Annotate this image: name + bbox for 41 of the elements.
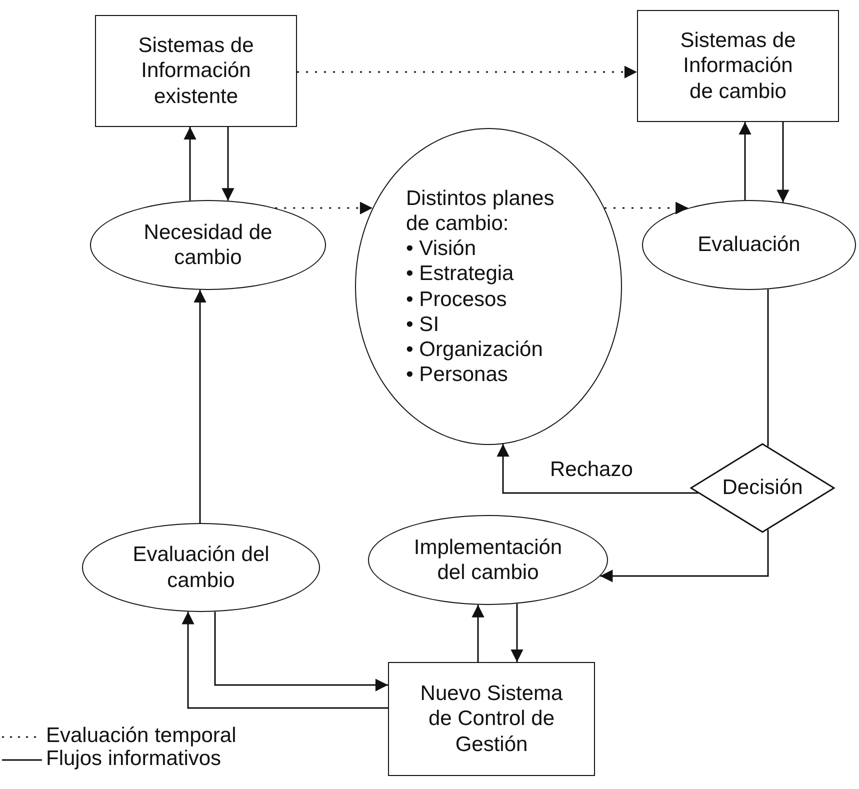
arrow	[275, 202, 373, 214]
connector-line	[767, 289, 769, 446]
node-label: Decisión	[722, 475, 803, 501]
node-label: Evaluación	[698, 232, 800, 258]
arrow	[472, 604, 484, 662]
arrow	[184, 126, 196, 201]
list-item: • Estrategia	[406, 261, 514, 286]
list-item: • SI	[406, 312, 440, 337]
process-ellipse	[368, 515, 608, 605]
process-ellipse	[90, 200, 326, 290]
node-label: Nuevo Sistema de Control de Gestión	[419, 681, 564, 757]
process-box	[388, 662, 595, 776]
node-label: Necesidad de cambio	[142, 220, 274, 270]
process-ellipse	[642, 200, 856, 290]
arrow	[510, 604, 524, 662]
node-label: Evaluación del cambio	[132, 542, 270, 593]
arrow	[297, 66, 638, 78]
node-label: Sistemas de Información existente	[137, 33, 255, 109]
process-box	[637, 10, 839, 122]
arrow	[604, 202, 688, 214]
list-item: • Procesos	[406, 286, 507, 312]
process-ellipse	[82, 523, 320, 612]
arrow	[496, 444, 698, 494]
list-item: • Visión	[406, 236, 476, 262]
arrow	[600, 530, 769, 582]
node-label: Distintos planes de cambio:	[406, 186, 556, 236]
node-label: Implementación del cambio	[412, 534, 564, 586]
arrow	[182, 612, 388, 709]
process-ellipse	[355, 128, 622, 445]
list-item: • Organización	[406, 336, 543, 362]
decision-diamond	[690, 443, 835, 533]
list-item: • Personas	[406, 362, 508, 388]
legend-label: Evaluación temporal	[46, 724, 236, 748]
arrow	[194, 290, 206, 523]
arrow	[738, 122, 752, 200]
arrow	[222, 127, 234, 201]
arrow	[214, 612, 388, 692]
process-box	[95, 15, 297, 127]
node-label: Sistemas de Información de cambio	[679, 28, 797, 104]
legend-label: Flujos informativos	[46, 747, 222, 771]
arrow	[776, 122, 790, 202]
